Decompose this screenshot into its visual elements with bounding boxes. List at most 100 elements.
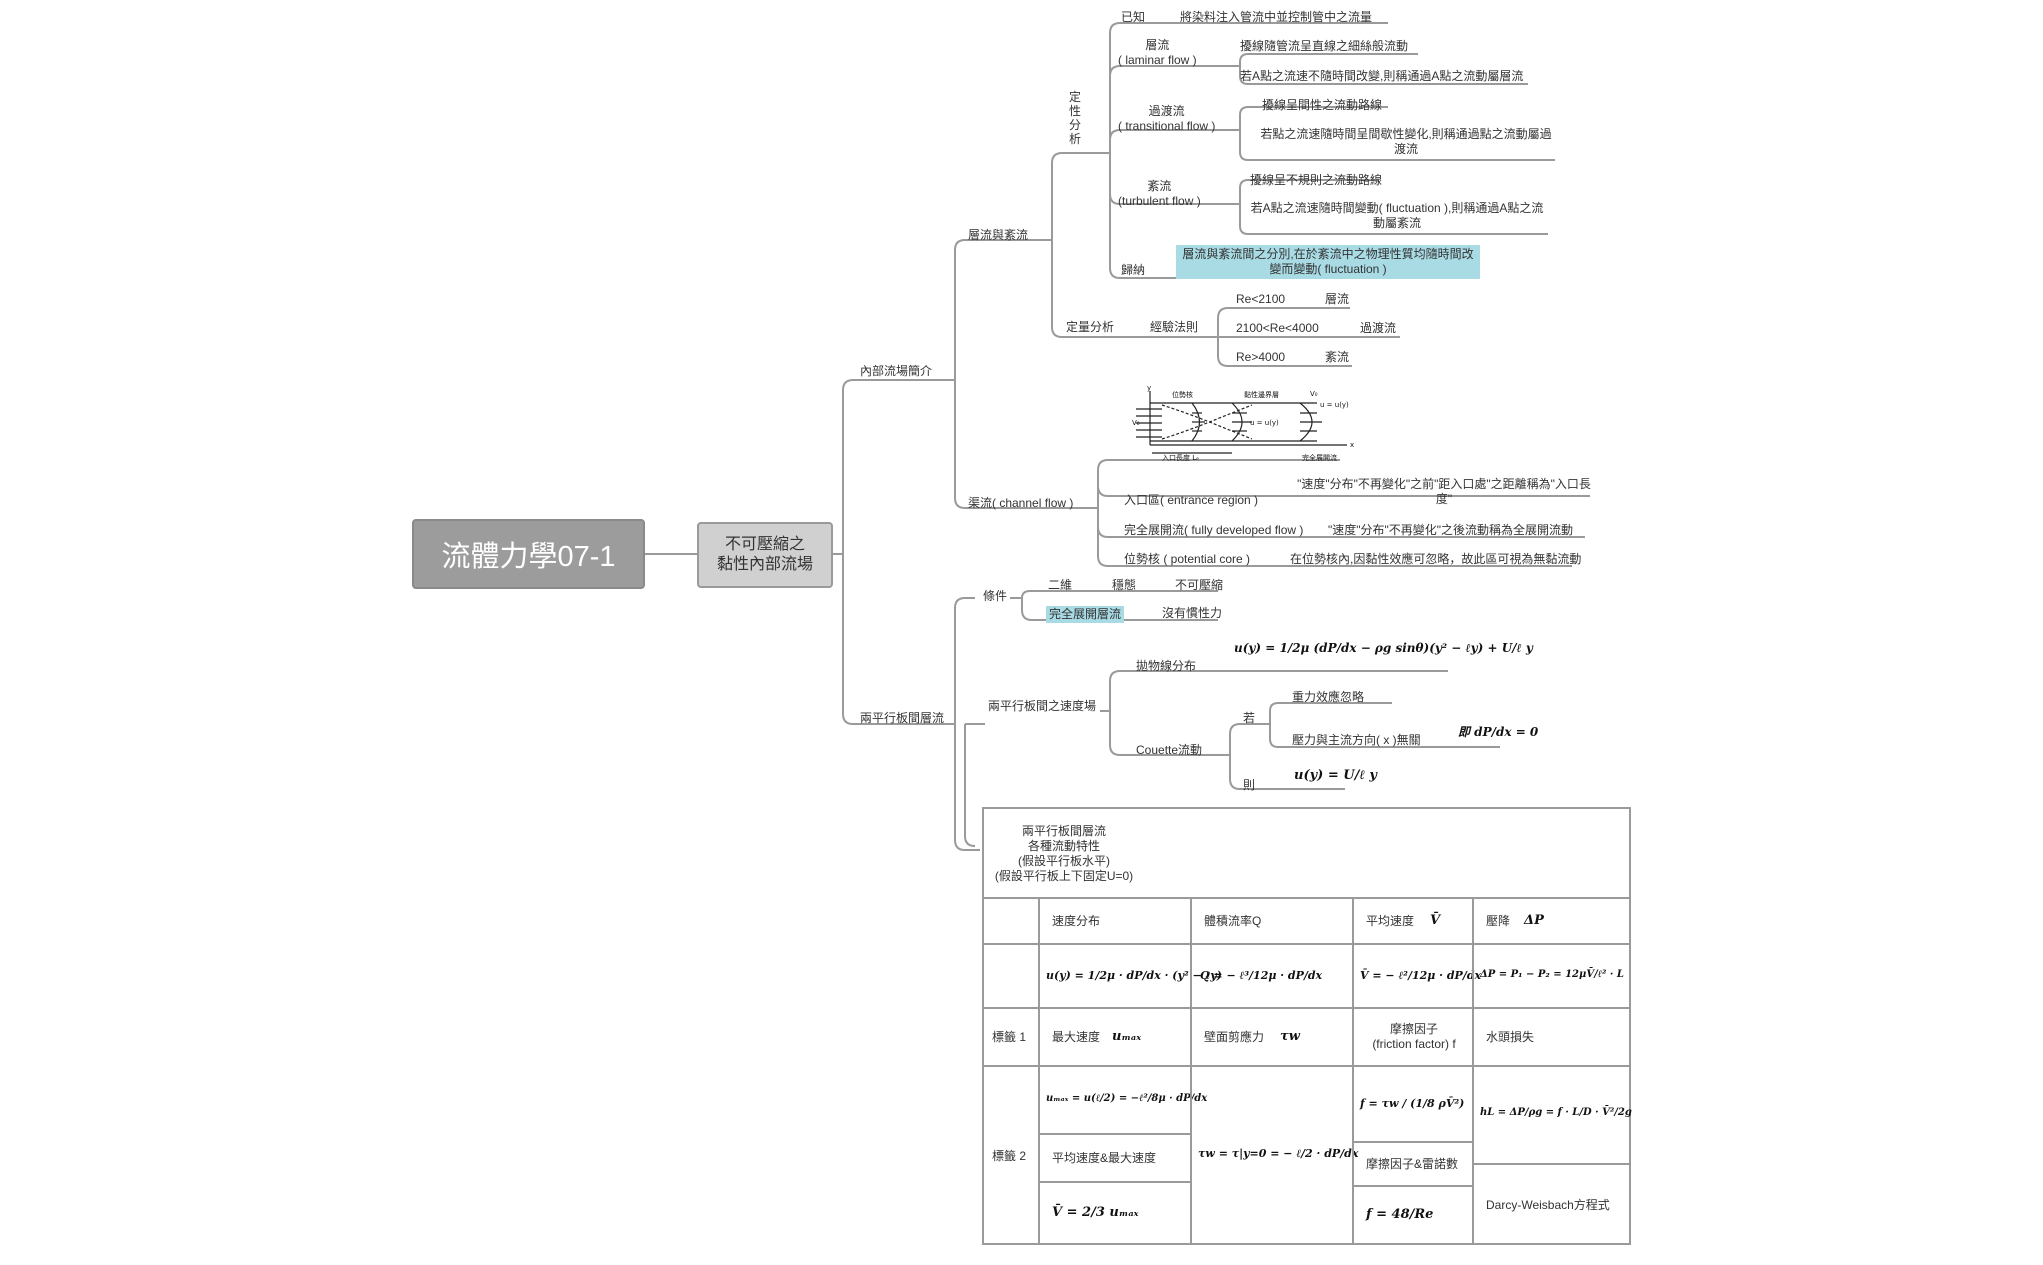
table-r2c2: 壁面剪應力 τw [1190, 1007, 1354, 1067]
pipe-label-potential: 位勢核 [1172, 390, 1193, 399]
table-r2c1: 最大速度 uₘₐₓ [1038, 1007, 1192, 1067]
parallel-plate-node[interactable]: 兩平行板間層流 [860, 711, 945, 725]
parabolic-node[interactable]: 拋物線分布 [1136, 659, 1197, 673]
label-friction-factor: 摩擦因子 (friction factor) f [1372, 1022, 1456, 1051]
pipe-label-mid: u = u(y) [1250, 419, 1279, 427]
if-condition-1: 重力效應忽略 [1292, 690, 1365, 704]
re-range-1: Re<2100 [1236, 292, 1286, 306]
table-title-cell: 兩平行板間層流 各種流動特性 (假設平行板水平) (假設平行板上下固定U=0) [982, 807, 1631, 899]
header-avg-velocity: 平均速度 [1366, 914, 1415, 928]
if-condition-2: 壓力與主流方向( x )無關 [1292, 733, 1421, 747]
entrance-label[interactable]: 入口區( entrance region ) [1124, 493, 1259, 507]
condition-node[interactable]: 條件 [983, 589, 1008, 603]
table-r2c3: 摩擦因子 (friction factor) f [1352, 1007, 1474, 1067]
header-pressure-drop-symbol: ΔP [1524, 913, 1544, 928]
eq-friction-factor: f = τw / (1/8 ρV̄²) [1360, 1097, 1465, 1110]
pipe-label-x: x [1350, 441, 1354, 449]
internal-intro-node[interactable]: 內部流場簡介 [860, 364, 933, 378]
pipe-label-developed: 完全展開流 [1302, 453, 1337, 461]
quantitative-node[interactable]: 定量分析 [1066, 320, 1115, 334]
couette-node[interactable]: Couette流動 [1136, 743, 1203, 757]
table-r4c4: Darcy-Weisbach方程式 [1472, 1163, 1631, 1245]
cond-2d: 二維 [1048, 578, 1073, 592]
potential-text: 在位勢核內,因黏性效應可忽略，故此區可視為無黏流動 [1290, 552, 1582, 566]
eq-pressure-drop: ΔP = P₁ − P₂ = 12μV̄/ℓ² · L [1480, 969, 1624, 980]
developed-label[interactable]: 完全展開流( fully developed flow ) [1124, 523, 1304, 537]
label-wall-shear: 壁面剪應力 [1204, 1030, 1265, 1044]
table-r5c3: f = 48/Re [1352, 1185, 1474, 1245]
known-label[interactable]: 已知 [1121, 10, 1146, 24]
label-darcy-weisbach: Darcy-Weisbach方程式 [1486, 1198, 1610, 1212]
re-range-2: 2100<Re<4000 [1236, 321, 1319, 335]
qualitative-node[interactable]: 定性分析 [1068, 90, 1081, 146]
re-range-3-value: 紊流 [1325, 350, 1350, 364]
cond-no-inertia: 沒有慣性力 [1162, 606, 1223, 620]
transitional-desc-1: 擾線呈間性之流動路線 [1262, 98, 1383, 112]
table-r2c4: 水頭損失 [1472, 1007, 1631, 1067]
pipe-label-uy: u = u(y) [1320, 401, 1349, 409]
label-max-velocity: 最大速度 [1052, 1030, 1101, 1044]
table-header-2: 體積流率Q [1190, 897, 1354, 945]
subject-topic[interactable]: 不可壓縮之 黏性內部流場 [697, 522, 833, 588]
tag-1: 標籤 1 [992, 1030, 1027, 1044]
label-avg-max-velocity: 平均速度&最大速度 [1052, 1151, 1157, 1165]
eq-max-velocity: uₘₐₓ = u(ℓ/2) = −ℓ²/8μ · dP/dx [1046, 1093, 1208, 1104]
eq-flowrate: Q = − ℓ³/12μ · dP/dx [1200, 969, 1323, 982]
root-topic[interactable]: 流體力學07-1 [412, 519, 645, 589]
summary-label[interactable]: 歸納 [1121, 263, 1146, 277]
table-r4c1: 平均速度&最大速度 [1038, 1133, 1192, 1183]
table-r4c3: 摩擦因子&雷諾數 [1352, 1141, 1474, 1187]
then-label: 則 [1243, 778, 1256, 792]
then-equation: u(y) = U/ℓ y [1294, 768, 1377, 783]
pipe-entrance-figure: y 位勢核 黏性邊界層 V₀ u = u(y) x V₀ 入口長度 Lₑ 完全展… [1132, 384, 1354, 461]
pipe-label-entrance: 入口長度 Lₑ [1162, 453, 1199, 461]
cond-steady: 穩態 [1112, 578, 1137, 592]
empirical-node[interactable]: 經驗法則 [1150, 320, 1199, 334]
root-label: 流體力學07-1 [441, 541, 616, 573]
entrance-text: "速度"分布"不再變化"之前"距入口處"之距離稱為"入口長度" [1297, 477, 1591, 506]
eq-head-loss: hL = ΔP/ρg = f · L/D · V̄²/2g [1480, 1107, 1632, 1118]
table-corner [982, 897, 1040, 945]
laminar-label[interactable]: 層流 ( laminar flow ) [1118, 38, 1197, 67]
table-r3c3: f = τw / (1/8 ρV̄²) [1352, 1065, 1474, 1143]
channel-flow-node[interactable]: 渠流( channel flow ) [968, 496, 1074, 510]
potential-label[interactable]: 位勢核 ( potential core ) [1124, 552, 1251, 566]
table-header-4: 壓降 ΔP [1472, 897, 1631, 945]
known-text: 將染料注入管流中並控制管中之流量 [1180, 10, 1373, 24]
symbol-tau-w: τw [1280, 1029, 1300, 1044]
cond-incompressible: 不可壓縮 [1175, 578, 1224, 592]
subject-label: 不可壓縮之 黏性內部流場 [716, 536, 813, 573]
header-velocity: 速度分布 [1052, 914, 1101, 928]
re-range-2-value: 過渡流 [1360, 321, 1397, 335]
re-range-3: Re>4000 [1236, 350, 1286, 364]
transitional-label[interactable]: 過渡流 ( transitional flow ) [1118, 104, 1216, 133]
velocity-field-node[interactable]: 兩平行板間之速度場 [988, 699, 1097, 713]
header-avg-velocity-symbol: V̄ [1430, 913, 1441, 928]
pipe-label-boundary: 黏性邊界層 [1244, 390, 1279, 399]
table-header-1: 速度分布 [1038, 897, 1192, 945]
label-friction-reynolds: 摩擦因子&雷諾數 [1366, 1157, 1459, 1171]
table-r5c1: V̄ = 2/3 uₘₐₓ [1038, 1181, 1192, 1245]
table-r3c2: τw = τ|y=0 = − ℓ/2 · dP/dx [1190, 1065, 1358, 1245]
table-r1c4: ΔP = P₁ − P₂ = 12μV̄/ℓ² · L [1472, 943, 1631, 1009]
tag-2: 標籤 2 [992, 1149, 1027, 1163]
table-row1-tag [982, 943, 1040, 1009]
if-condition-2-eq: 即 dP/dx = 0 [1458, 725, 1539, 739]
laminar-turbulent-node[interactable]: 層流與紊流 [968, 228, 1029, 242]
cond-developed: 完全展開層流 [1046, 606, 1125, 623]
pipe-label-v0: V₀ [1310, 390, 1318, 398]
turbulent-label[interactable]: 紊流 (turbulent flow ) [1118, 179, 1201, 208]
parabolic-equation: u(y) = 1/2μ (dP/dx − ρg sinθ)(y² − ℓy) +… [1234, 641, 1533, 655]
laminar-desc-2: 若A點之流速不隨時間改變,則稱通過A點之流動屬層流 [1240, 69, 1524, 83]
header-pressure-drop: 壓降 [1486, 914, 1511, 928]
pipe-label-v0-left: V₀ [1132, 419, 1140, 427]
summary-text: 層流與紊流間之分別,在於紊流中之物理性質均隨時間改變而變動( fluctuati… [1176, 245, 1480, 279]
pipe-label-y: y [1147, 384, 1151, 392]
table-r3c1: uₘₐₓ = u(ℓ/2) = −ℓ²/8μ · dP/dx [1038, 1065, 1207, 1135]
eq-avg-max-relation: V̄ = 2/3 uₘₐₓ [1052, 1205, 1139, 1220]
if-label: 若 [1243, 711, 1256, 725]
label-head-loss: 水頭損失 [1486, 1030, 1535, 1044]
eq-velocity-profile: u(y) = 1/2μ · dP/dx · (y² − ℓy) [1046, 969, 1222, 982]
